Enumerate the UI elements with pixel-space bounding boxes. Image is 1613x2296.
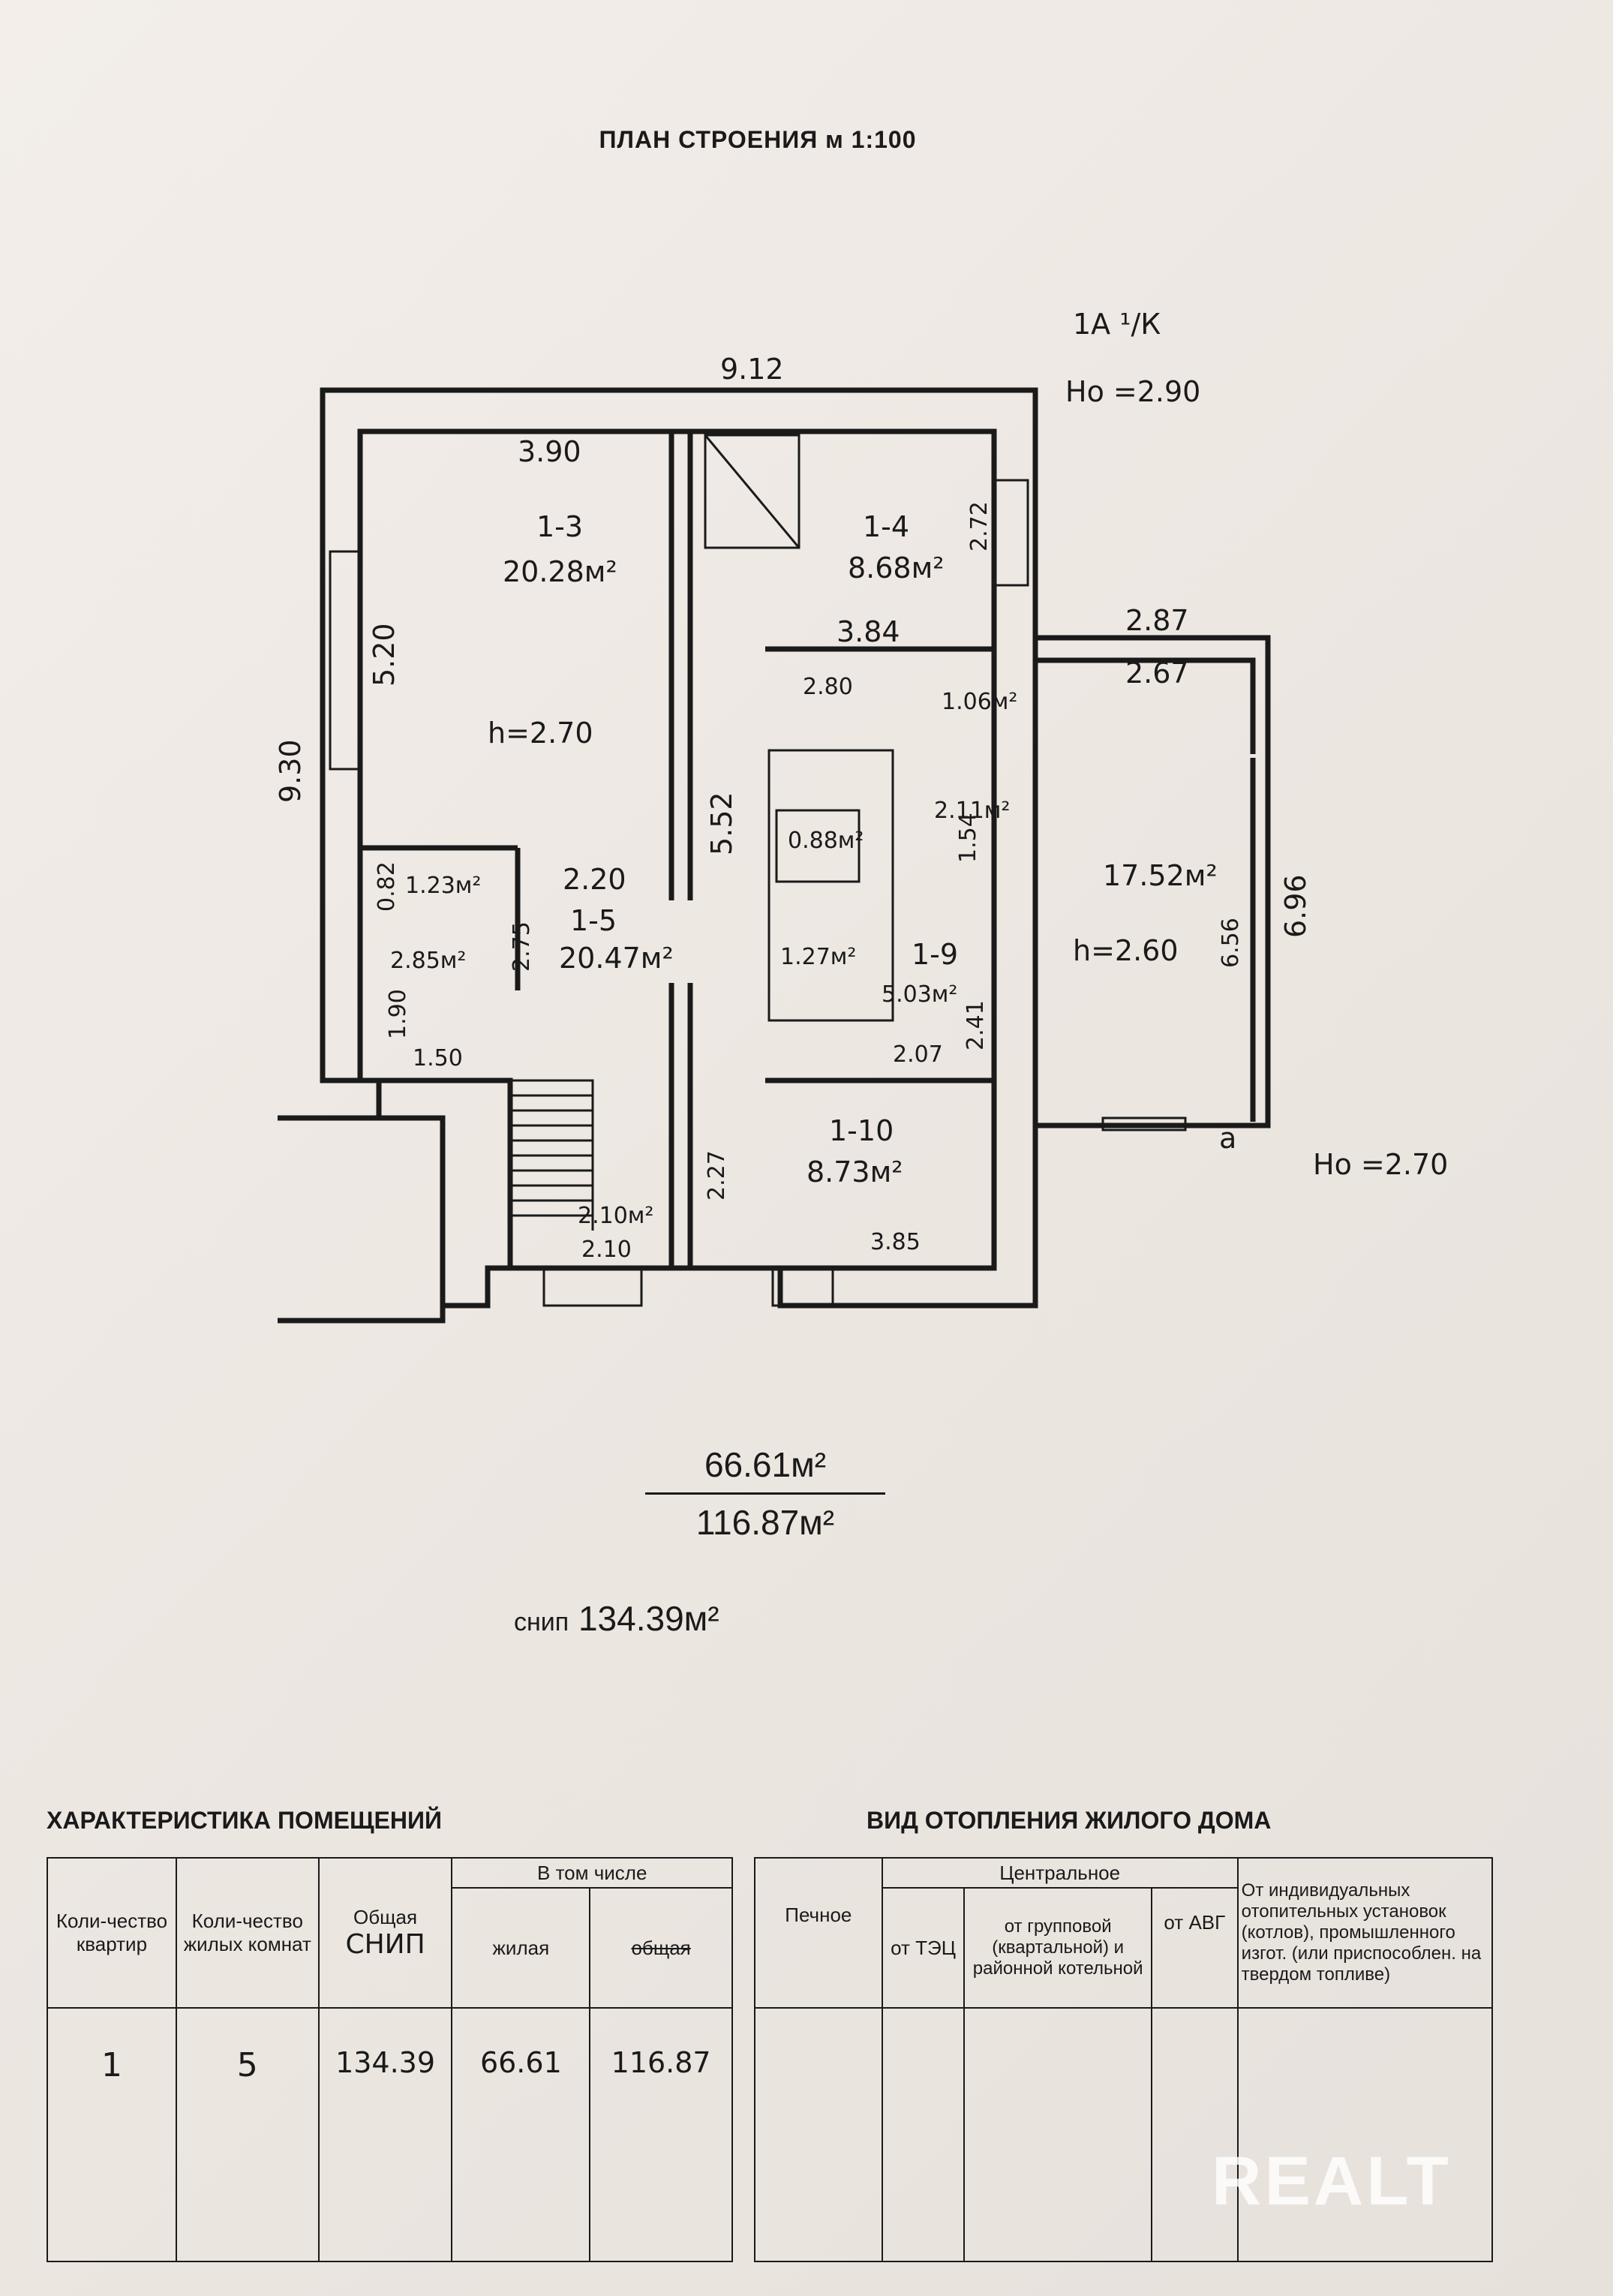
cell-group — [963, 2007, 1152, 2262]
small-area-5: 1.50 — [413, 1045, 463, 1071]
room-1-4-id: 1-4 — [863, 510, 909, 543]
small-area-2: 2.85м² — [390, 948, 466, 974]
fraction-line — [645, 1492, 885, 1495]
room-1-10-height: 2.27 — [704, 1150, 730, 1201]
small-area-7: 1.06м² — [942, 689, 1017, 715]
height-annex: Но =2.70 — [1313, 1148, 1448, 1181]
col-stove: Печное — [754, 1857, 883, 2009]
val-total: 134.39 — [317, 2007, 453, 2262]
plan-title: ПЛАН СТРОЕНИЯ м 1:100 — [599, 126, 917, 153]
window-right — [993, 479, 1029, 587]
room-1-3-area: 20.28м² — [503, 555, 617, 588]
col-including: В том числе — [451, 1857, 733, 1889]
col-total: Общая СНИП — [317, 1857, 453, 2009]
small-area-8: 2.11м² — [934, 798, 1010, 824]
col-total-note: СНИП — [345, 1929, 425, 1960]
annex-window — [1101, 1116, 1187, 1131]
annex-height-inner: 6.56 — [1218, 918, 1244, 968]
col-avg: от АВГ — [1150, 1887, 1239, 2009]
height-top: Но =2.90 — [1065, 375, 1200, 408]
annex-width-inner: 2.67 — [1125, 657, 1189, 690]
annex-id: a — [1219, 1122, 1236, 1155]
floor-plan: 9.12 1А ¹/К Но =2.90 9.30 3.90 1-3 20.28… — [274, 308, 1448, 1324]
val-apartments: 1 — [47, 2007, 177, 2262]
col-apartments: Коли-чество квартир — [47, 1857, 177, 2009]
small-area-12: 2.10м² — [578, 1203, 653, 1229]
room-1-4-area: 8.68м² — [848, 551, 945, 585]
bath-block — [767, 749, 894, 1022]
plan-code: 1А ¹/К — [1073, 308, 1161, 341]
characteristics-table: Коли-чество квартир Коли-чество жилых ко… — [47, 1857, 733, 2262]
small-area-4: 1.90 — [385, 989, 411, 1039]
room-1-3-height: 5.20 — [368, 623, 401, 687]
room-1-5-height: 2.75 — [509, 921, 535, 972]
room-1-5-side: 5.52 — [705, 792, 738, 855]
val-rooms: 5 — [175, 2007, 320, 2262]
col-total-label: Общая — [353, 1906, 418, 1928]
outer-left-dim: 9.30 — [274, 739, 307, 803]
heating-heading: ВИД ОТОПЛЕНИЯ ЖИЛОГО ДОМА — [867, 1807, 1272, 1834]
characteristics-heading: ХАРАКТЕРИСТИКА ПОМЕЩЕНИЙ — [47, 1807, 442, 1834]
snip-value: 134.39м² — [578, 1599, 719, 1638]
cell-tec — [881, 2007, 966, 2262]
val-living: 66.61 — [451, 2007, 591, 2262]
small-area-3: 0.82 — [374, 861, 400, 912]
col-central: Центральное — [881, 1857, 1239, 1889]
cell-avg — [1150, 2007, 1239, 2262]
small-area-10: 1.54 — [955, 813, 981, 863]
col-rooms: Коли-чество жилых комнат — [175, 1857, 320, 2009]
room-1-3-width: 3.90 — [518, 435, 581, 468]
small-area-9: 0.88м² — [788, 828, 864, 854]
small-area-6: 2.80 — [803, 674, 853, 700]
annex-area: 17.52м² — [1103, 859, 1218, 892]
annex-width-outer: 2.87 — [1125, 604, 1189, 637]
outer-top-dim: 9.12 — [720, 353, 784, 386]
small-area-13: 2.10 — [581, 1237, 632, 1263]
cell-individual — [1236, 2007, 1494, 2262]
room-1-9-id: 1-9 — [912, 938, 958, 971]
shaft — [704, 434, 800, 549]
window-left — [329, 550, 362, 771]
room-1-9-area: 5.03м² — [882, 981, 957, 1008]
area-summary: 66.61м² 116.87м² — [645, 1444, 885, 1543]
room-1-4-height: 2.72 — [966, 501, 993, 551]
room-1-3-ceiling: h=2.70 — [488, 717, 593, 750]
snip-prefix: снип — [514, 1608, 569, 1636]
annex-ceiling: h=2.60 — [1073, 934, 1179, 967]
col-tec: от ТЭЦ — [881, 1887, 966, 2009]
living-area: 66.61м² — [704, 1445, 827, 1484]
col-group: от групповой (квартальной) и районной ко… — [963, 1887, 1152, 2009]
small-area-11: 1.27м² — [780, 944, 856, 970]
annex-wall — [1035, 635, 1271, 1128]
col-living: жилая — [451, 1887, 591, 2009]
room-1-10-width: 3.85 — [870, 1229, 921, 1255]
wc-block — [775, 809, 861, 883]
porch — [278, 1115, 446, 1324]
small-area-1: 1.23м² — [405, 873, 481, 899]
room-1-5-width: 2.20 — [563, 863, 626, 896]
door-bottom-2 — [771, 1267, 834, 1307]
room-1-4-width: 3.84 — [837, 615, 900, 648]
realt-watermark: REALT — [1212, 2143, 1452, 2219]
stairs — [510, 1079, 594, 1231]
room-1-5-area: 20.47м² — [559, 942, 674, 975]
room-1-9-width: 2.07 — [893, 1041, 943, 1068]
room-1-9-height: 2.41 — [963, 1000, 989, 1050]
total-area: 116.87м² — [695, 1503, 835, 1542]
cell-stove — [754, 2007, 883, 2262]
room-1-5-id: 1-5 — [570, 904, 617, 937]
room-1-3-id: 1-3 — [536, 510, 583, 543]
col-general: общая — [589, 1887, 733, 2009]
annex-height-outer: 6.96 — [1279, 874, 1312, 938]
val-general: 116.87 — [589, 2007, 733, 2262]
door-bottom-1 — [542, 1267, 643, 1307]
heating-table: Печное Центральное От индивидуальных ото… — [754, 1857, 1494, 2262]
inner-wall-line — [357, 428, 997, 1271]
room-1-10-id: 1-10 — [829, 1114, 894, 1147]
col-individual: От индивидуальных отопительных установок… — [1236, 1857, 1494, 2009]
snip-area: снип 134.39м² — [514, 1598, 719, 1639]
room-1-10-area: 8.73м² — [806, 1156, 903, 1189]
annex-inner — [1035, 657, 1256, 1122]
